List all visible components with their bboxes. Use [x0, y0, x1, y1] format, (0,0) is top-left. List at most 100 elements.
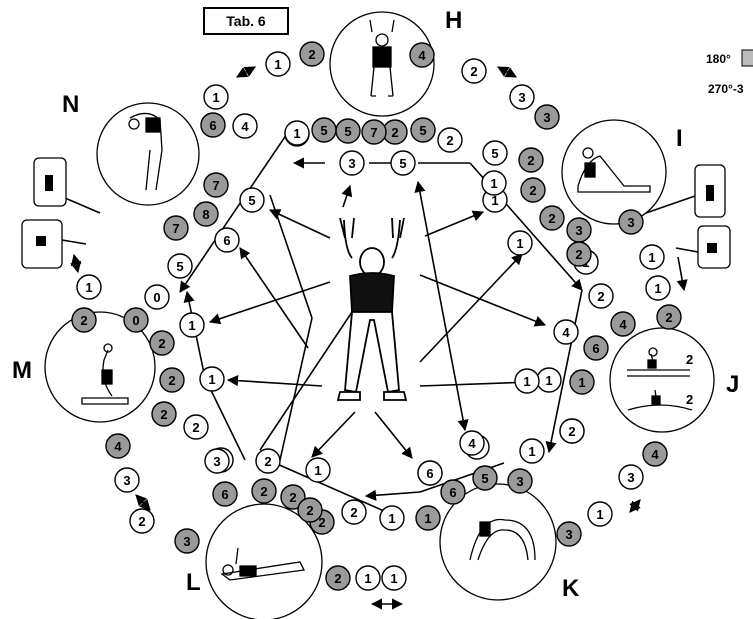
- white-number-node: 1: [180, 313, 204, 337]
- grey-number-node: 2: [519, 148, 543, 172]
- white-number-node: 2: [560, 419, 584, 443]
- white-number-node: 1: [508, 231, 532, 255]
- number-node-label: 3: [543, 110, 550, 125]
- number-node-label: 1: [188, 318, 195, 333]
- grey-number-node: 4: [410, 43, 434, 67]
- grey-number-node: 3: [535, 105, 559, 129]
- white-number-node: 5: [483, 141, 507, 165]
- white-number-node: 4: [233, 114, 257, 138]
- number-node-label: 3: [348, 156, 355, 171]
- grey-number-node: 3: [619, 210, 643, 234]
- number-node-label: 7: [172, 221, 179, 236]
- number-node-label: 5: [399, 156, 406, 171]
- station-letter-J: J: [726, 371, 739, 398]
- number-node-label: 1: [578, 375, 585, 390]
- white-number-node: 1: [482, 171, 506, 195]
- white-number-node: 1: [266, 52, 290, 76]
- number-node-label: 4: [619, 317, 627, 332]
- white-number-node: 1: [200, 367, 224, 391]
- grey-number-node: 2: [326, 566, 350, 590]
- white-number-node: 5: [240, 188, 264, 212]
- white-number-node: 2: [462, 59, 486, 83]
- number-node-label: 2: [158, 336, 165, 351]
- number-node-label: 2: [527, 153, 534, 168]
- number-node-label: 6: [221, 487, 228, 502]
- number-node-label: 2: [289, 490, 296, 505]
- number-node-label: 2: [470, 64, 477, 79]
- white-number-node: 1: [640, 245, 664, 269]
- white-number-node: 2: [256, 449, 280, 473]
- number-node-label: 6: [209, 118, 216, 133]
- white-number-node: 2: [130, 509, 154, 533]
- grey-number-node: 4: [643, 442, 667, 466]
- number-node-label: 3: [565, 527, 572, 542]
- number-node-label: 5: [419, 123, 426, 138]
- number-node-label: 2: [597, 289, 604, 304]
- grey-number-node: 0: [124, 308, 148, 332]
- station-circle-J: [610, 328, 714, 432]
- number-node-label: 1: [596, 507, 603, 522]
- number-node-label: 1: [208, 372, 215, 387]
- number-node-label: 2: [306, 503, 313, 518]
- number-node-label: 2: [548, 211, 555, 226]
- grey-number-node: 2: [300, 42, 324, 66]
- white-number-node: 1: [520, 439, 544, 463]
- white-number-node: 2: [342, 500, 366, 524]
- number-node-label: 3: [627, 470, 634, 485]
- number-node-label: 2: [160, 407, 167, 422]
- white-number-node: 1: [382, 566, 406, 590]
- white-number-node: 1: [204, 85, 228, 109]
- number-node-label: 2: [446, 133, 453, 148]
- white-number-node: 0: [145, 285, 169, 309]
- white-number-node: 1: [646, 276, 670, 300]
- number-node-label: 2: [192, 420, 199, 435]
- number-node-label: 2: [529, 183, 536, 198]
- number-node-label: 1: [528, 444, 535, 459]
- grey-number-node: 5: [312, 118, 336, 142]
- grey-number-node: 2: [521, 178, 545, 202]
- center-figure: [338, 218, 406, 400]
- grey-number-node: 6: [201, 113, 225, 137]
- number-node-label: 2: [350, 505, 357, 520]
- number-node-label: 5: [320, 123, 327, 138]
- number-node-label: 2: [568, 424, 575, 439]
- grey-number-node: 2: [72, 308, 96, 332]
- title-box: Tab. 6: [204, 8, 288, 34]
- side-note-180: 180°: [706, 52, 731, 66]
- white-number-node: 1: [588, 502, 612, 526]
- number-node-label: 1: [364, 571, 371, 586]
- station-letter-L: L: [186, 569, 201, 596]
- number-node-label: 4: [418, 48, 426, 63]
- white-number-node: 3: [115, 468, 139, 492]
- number-node-label: 3: [575, 223, 582, 238]
- white-number-node: 4: [460, 431, 484, 455]
- white-number-node: 2: [438, 128, 462, 152]
- number-node-label: 2: [665, 310, 672, 325]
- grey-number-node: 6: [584, 336, 608, 360]
- grey-number-node: 3: [567, 218, 591, 242]
- white-number-node: 3: [205, 449, 229, 473]
- number-node-label: 3: [123, 473, 130, 488]
- number-node-label: 1: [523, 374, 530, 389]
- grey-number-node: 2: [252, 479, 276, 503]
- grey-number-node: 8: [194, 202, 218, 226]
- number-node-label: 4: [241, 119, 249, 134]
- white-number-node: 1: [537, 368, 561, 392]
- number-node-label: 2: [308, 47, 315, 62]
- title-text: Tab. 6: [226, 13, 266, 29]
- grey-number-node: 2: [150, 331, 174, 355]
- grey-number-node: 5: [411, 118, 435, 142]
- grey-number-node: 6: [213, 482, 237, 506]
- number-node-label: 4: [114, 439, 122, 454]
- grey-number-node: 7: [204, 173, 228, 197]
- grey-number-node: 4: [611, 312, 635, 336]
- number-node-label: 1: [314, 463, 321, 478]
- number-node-label: 4: [562, 325, 570, 340]
- inset-number-top: 2: [686, 352, 693, 367]
- number-node-label: 1: [490, 176, 497, 191]
- station-circle-I: [562, 120, 666, 224]
- number-node-label: 1: [648, 250, 655, 265]
- white-number-node: 2: [589, 284, 613, 308]
- station-letter-K: K: [562, 575, 580, 602]
- white-number-node: 5: [168, 254, 192, 278]
